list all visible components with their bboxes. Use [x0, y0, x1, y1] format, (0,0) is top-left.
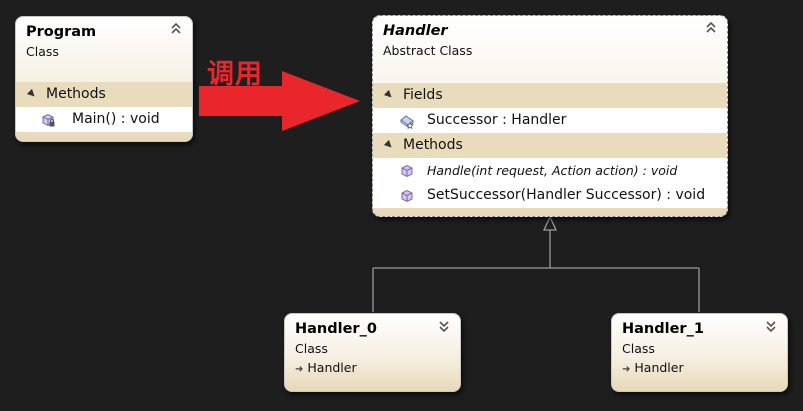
method-icon: [401, 164, 413, 178]
method-item[interactable]: Handle(int request, Action action) : voi…: [373, 158, 727, 183]
method-item[interactable]: Main() : void: [16, 107, 192, 132]
collapse-triangle-icon: [383, 139, 395, 151]
expand-down-icon[interactable]: [437, 319, 451, 333]
class-program[interactable]: Program Class Methods Main() : void: [15, 16, 193, 142]
base-class: ➜Handler: [295, 360, 357, 375]
inherit-arrow-icon: ➜: [622, 364, 631, 375]
inheritance-connector: [372, 230, 700, 312]
inherit-arrow-icon: ➜: [295, 364, 304, 375]
class-handler-1[interactable]: Handler_1 Class ➜Handler: [611, 313, 788, 392]
class-name: Handler: [383, 23, 448, 39]
method-item[interactable]: SetSuccessor(Handler Successor) : void: [373, 183, 727, 208]
class-handler[interactable]: Handler Abstract Class Fields Successor …: [372, 15, 728, 217]
inheritance-triangle: [542, 215, 558, 231]
class-stereotype: Class: [295, 341, 328, 356]
class-name: Handler_0: [295, 321, 377, 337]
collapse-triangle-icon: [26, 88, 38, 100]
base-class: ➜Handler: [622, 360, 684, 375]
method-icon: [401, 189, 413, 203]
private-method-icon: [42, 113, 55, 127]
class-name: Handler_1: [622, 321, 704, 337]
collapse-triangle-icon: [383, 89, 395, 101]
methods-section-header[interactable]: Methods: [373, 133, 727, 158]
fields-section-header[interactable]: Fields: [373, 83, 727, 108]
class-handler-0[interactable]: Handler_0 Class ➜Handler: [284, 313, 461, 392]
class-stereotype: Class: [26, 44, 59, 59]
class-name: Program: [26, 24, 97, 40]
class-stereotype: Class: [622, 341, 655, 356]
class-stereotype: Abstract Class: [383, 43, 473, 58]
field-item[interactable]: Successor : Handler: [373, 108, 727, 133]
collapse-up-icon[interactable]: [169, 22, 183, 36]
call-label: 调用: [207, 59, 263, 90]
collapse-up-icon[interactable]: [704, 21, 718, 35]
call-arrow: [199, 71, 360, 131]
property-icon: [400, 115, 414, 129]
methods-section-header[interactable]: Methods: [16, 82, 192, 107]
expand-down-icon[interactable]: [764, 319, 778, 333]
